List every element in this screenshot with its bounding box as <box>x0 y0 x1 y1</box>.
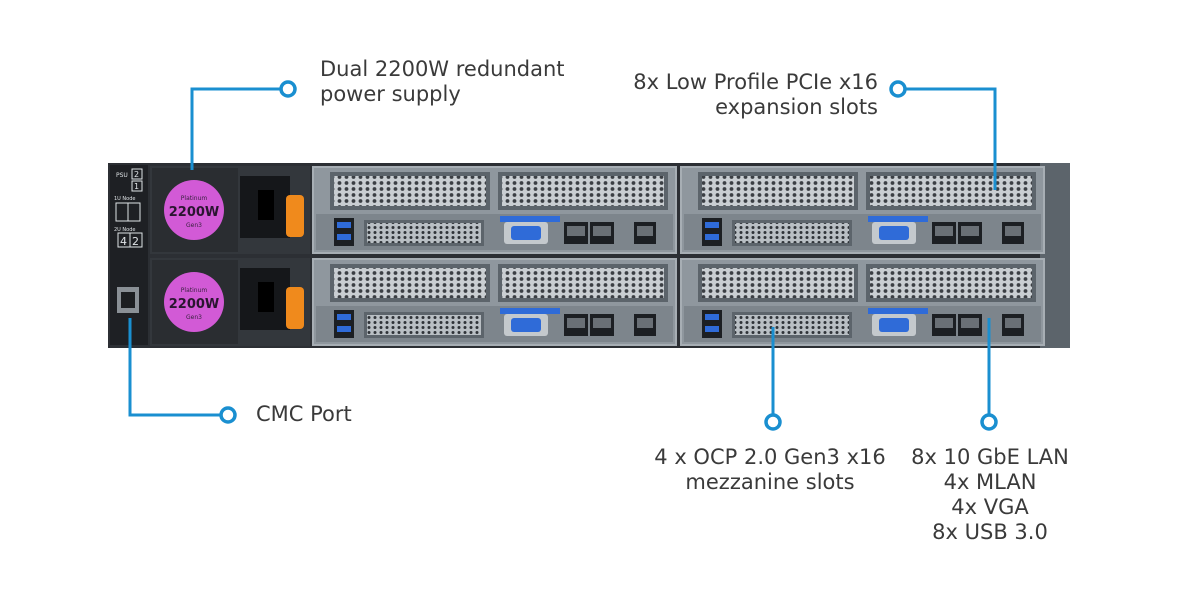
pcie-callout-label: 8x Low Profile PCIe x16 expansion slots <box>633 70 878 120</box>
io-callout-dot <box>980 413 998 431</box>
psu-callout-dot <box>279 80 297 98</box>
node-bay-4 <box>680 258 1045 346</box>
psu-module-top: Platinum 2200W Gen3 <box>150 166 310 254</box>
psu-badge-main: 2200W <box>169 205 220 220</box>
psu-module-bottom: Platinum 2200W Gen3 <box>150 258 310 346</box>
psu-num-2: 1 <box>134 182 139 191</box>
cmc-callout-label: CMC Port <box>256 402 352 427</box>
ocp-callout-label: 4 x OCP 2.0 Gen3 x16 mezzanine slots <box>630 445 910 495</box>
psu-badge-top: Platinum <box>181 195 208 202</box>
io-callout-line1: 8x 10 GbE LAN <box>911 445 1069 469</box>
psu-callout-line <box>190 87 282 170</box>
ocp-callout-line2: mezzanine slots <box>685 470 855 494</box>
pcie-callout-dot <box>889 80 907 98</box>
cmc-callout-dot <box>219 406 237 424</box>
psu-callout-line2: power supply <box>320 82 461 106</box>
ocp-callout-line1: 4 x OCP 2.0 Gen3 x16 <box>654 445 886 469</box>
psu-handle <box>286 287 304 329</box>
cmc-callout-line <box>128 318 222 417</box>
psu-callout-label: Dual 2200W redundant power supply <box>320 57 565 107</box>
node-bay-3 <box>312 258 677 346</box>
psu-label-text: PSU <box>116 172 128 179</box>
pcie-callout-line1: 8x Low Profile PCIe x16 <box>633 70 878 94</box>
callout-dots <box>219 80 998 431</box>
callout-lines <box>128 87 997 417</box>
psu-handle <box>286 195 304 237</box>
psu-badge-top: Platinum <box>181 287 208 294</box>
node-bay-1 <box>312 166 677 254</box>
cmc-callout-line1: CMC Port <box>256 402 352 426</box>
io-callout-line3: 4x VGA <box>951 495 1029 519</box>
node-bay-2 <box>680 166 1045 254</box>
io-callout-label: 8x 10 GbE LAN 4x MLAN 4x VGA 8x USB 3.0 <box>895 445 1085 545</box>
psu-badge <box>164 180 224 240</box>
psu-callout-line1: Dual 2200W redundant <box>320 57 565 81</box>
io-callout-line2: 4x MLAN <box>943 470 1037 494</box>
node-label-2: 2U Node <box>114 227 135 233</box>
node-num-a: 4 <box>120 235 127 248</box>
pcie-callout-line2: expansion slots <box>715 95 878 119</box>
ocp-callout-dot <box>764 413 782 431</box>
node-label-1: 1U Node <box>114 196 135 202</box>
psu-badge-bottom: Gen3 <box>186 222 202 229</box>
pcie-callout-line <box>905 87 997 190</box>
psu-badge-main: 2200W <box>169 297 220 312</box>
node-num-b: 2 <box>132 235 139 248</box>
psu-badge-bottom: Gen3 <box>186 314 202 321</box>
psu-num-1: 2 <box>134 170 139 179</box>
io-callout-line4: 8x USB 3.0 <box>932 520 1048 544</box>
psu-badge <box>164 272 224 332</box>
left-control-panel: PSU 2 1 1U Node 2U Node 4 2 <box>110 165 148 345</box>
